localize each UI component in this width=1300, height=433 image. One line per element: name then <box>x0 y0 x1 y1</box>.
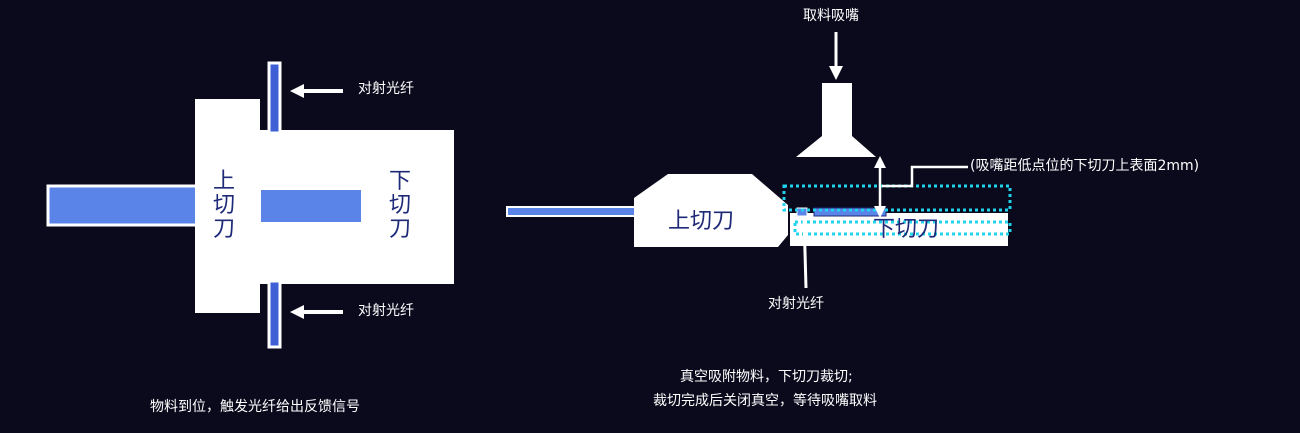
fiber-bottom-left <box>267 279 282 349</box>
upper-blade-left <box>195 99 260 313</box>
arrow-nozzle <box>829 32 843 80</box>
vacuum-zone-top <box>782 184 1012 212</box>
dimension-2mm <box>874 156 886 218</box>
fiber-bottom-label: 对射光纤 <box>358 303 414 319</box>
right-caption-line1: 真空吸附物料，下切刀裁切; <box>680 369 853 385</box>
right-diagram <box>506 32 1012 289</box>
upper-blade-label-left: 上切刀 <box>212 169 235 243</box>
material-segment-left <box>261 190 361 222</box>
fiber-top-left <box>267 61 282 135</box>
arrow-fiber-bottom <box>290 305 343 319</box>
nozzle-label: 取料吸嘴 <box>803 8 859 24</box>
leader-line <box>882 165 968 188</box>
material-strip-right <box>506 206 638 217</box>
right-caption-line2: 裁切完成后关闭真空，等待吸嘴取料 <box>653 393 877 409</box>
lower-blade-label-left: 下切刀 <box>388 169 411 243</box>
material-chip <box>796 207 808 217</box>
pickup-nozzle <box>796 83 876 157</box>
upper-blade-label-right: 上切刀 <box>668 209 735 234</box>
material-segment-right <box>813 207 887 217</box>
fiber-top-label: 对射光纤 <box>358 81 414 97</box>
distance-note: (吸嘴距低点位的下切刀上表面2mm) <box>970 158 1200 174</box>
lower-blade-label-right: 下切刀 <box>873 217 940 242</box>
arrow-fiber-top <box>290 84 343 98</box>
lower-blade-right <box>790 213 1008 246</box>
left-diagram <box>46 61 454 349</box>
upper-blade-right <box>634 174 788 247</box>
material-strip-left <box>46 184 200 227</box>
fiber-line-right <box>802 215 808 289</box>
left-caption: 物料到位，触发光纤给出反馈信号 <box>150 399 360 415</box>
fiber-label-right: 对射光纤 <box>768 296 824 312</box>
